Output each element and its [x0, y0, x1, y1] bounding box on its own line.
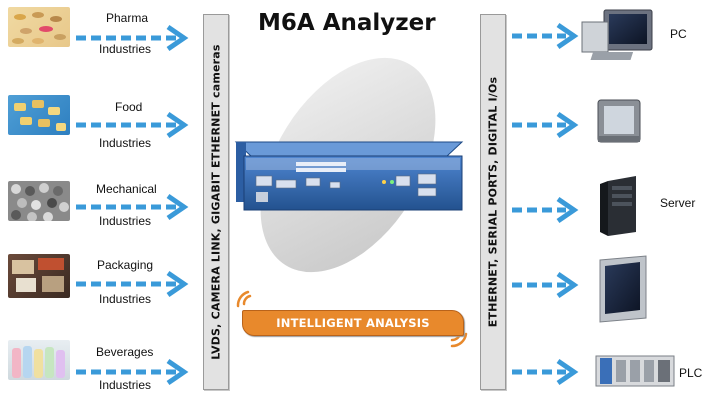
- pills-icon: [12, 12, 66, 44]
- flat-monitor-icon: [599, 255, 647, 323]
- output-interface-label: ETHERNET, SERIAL PORTS, DIGITAL I/Os: [486, 76, 500, 328]
- industry-sublabel-pharma: Industries: [99, 42, 152, 56]
- arrow-to-pc: [512, 22, 579, 50]
- packaging-image: [8, 254, 70, 298]
- desktop-pc-icon: [581, 9, 653, 60]
- plc-icon: [595, 355, 675, 387]
- industry-label-pharma: Pharma: [106, 11, 149, 25]
- panel-monitor-icon: [597, 99, 641, 143]
- device-label-server: Server: [660, 196, 696, 210]
- intelligent-analysis-banner: INTELLIGENT ANALYSIS: [242, 310, 464, 336]
- bottles-icon: [12, 346, 65, 378]
- beverages-image: [8, 340, 70, 380]
- arrow-pharma: [76, 24, 189, 52]
- arrow-to-server: [512, 196, 579, 224]
- page-title: M6A Analyzer: [258, 10, 436, 36]
- metal-parts-icon: [11, 183, 69, 221]
- input-interface-label: LVDS, CAMERA LINK, GIGABIT ETHERNET came…: [209, 44, 223, 360]
- industry-label-food: Food: [115, 100, 143, 114]
- industry-label-packaging: Packaging: [97, 258, 154, 272]
- food-pieces-icon: [14, 100, 66, 131]
- analyzer-device: [234, 141, 464, 211]
- arrow-to-monitor: [512, 271, 579, 299]
- device-label-plc: PLC: [679, 366, 703, 380]
- arrow-to-panel: [512, 111, 579, 139]
- industry-sublabel-packaging: Industries: [99, 292, 152, 306]
- industry-label-mechanical: Mechanical: [96, 182, 157, 196]
- arrow-beverages: [76, 358, 189, 386]
- device-label-pc: PC: [670, 27, 687, 41]
- pharma-image: [8, 7, 70, 47]
- arrow-mechanical: [76, 193, 189, 221]
- industry-sublabel-mechanical: Industries: [99, 214, 152, 228]
- mechanical-image: [8, 181, 70, 221]
- output-interface-bar: ETHERNET, SERIAL PORTS, DIGITAL I/Os: [480, 14, 506, 390]
- arrow-to-plc: [512, 358, 579, 386]
- packages-icon: [12, 258, 64, 292]
- server-tower-icon: [600, 176, 636, 236]
- input-arrows: [76, 24, 189, 386]
- arrow-packaging: [76, 270, 189, 298]
- industry-sublabel-beverages: Industries: [99, 378, 152, 392]
- input-interface-bar: LVDS, CAMERA LINK, GIGABIT ETHERNET came…: [203, 14, 229, 390]
- food-image: [8, 95, 70, 135]
- arrow-food: [76, 111, 189, 139]
- industry-sublabel-food: Industries: [99, 136, 152, 150]
- output-arrows: [512, 22, 579, 386]
- industry-label-beverages: Beverages: [96, 345, 154, 359]
